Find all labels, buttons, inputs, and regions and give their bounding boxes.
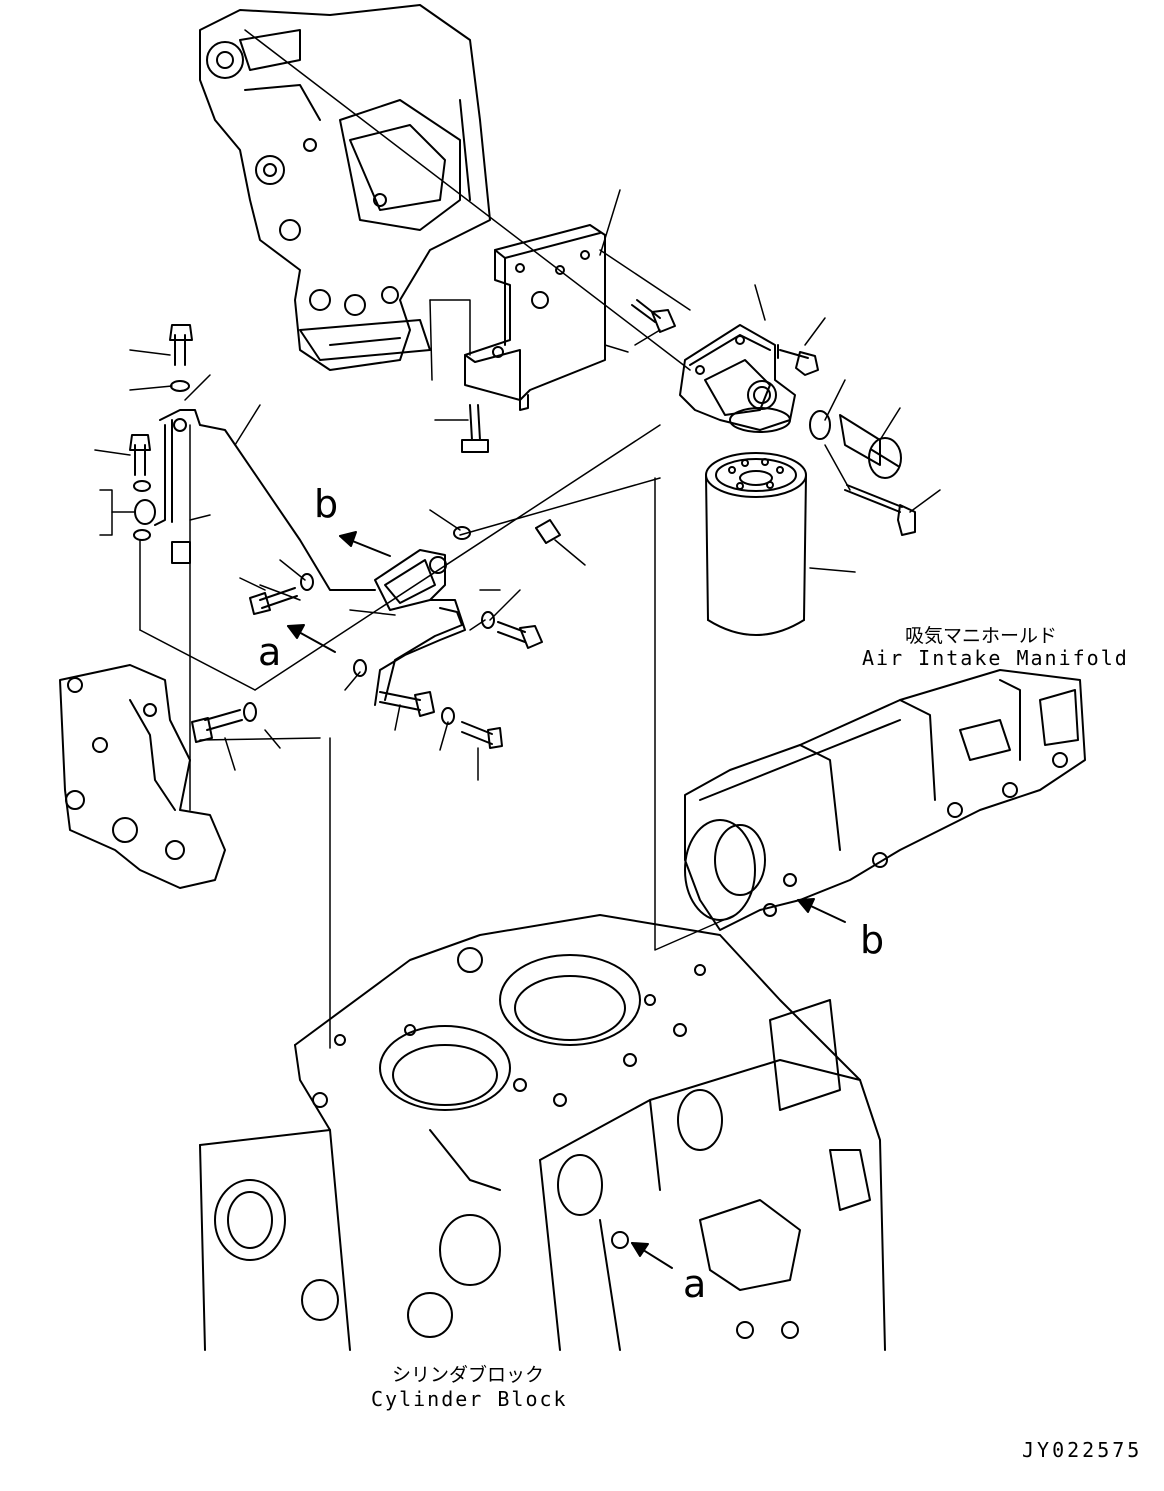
mounting-bracket [464,224,606,411]
oil-pipe [134,409,466,706]
view-a-label-upper: a [258,630,282,674]
view-b-label-upper: b [314,482,339,526]
air-intake-manifold [684,669,1086,931]
filter-head [679,324,796,433]
air-intake-manifold-label: Air Intake Manifold [862,646,1129,670]
leader-lines [94,189,941,781]
drawing-number: JY022575 [1022,1438,1143,1462]
reference-lines [139,29,851,1049]
relief-valve-parts [777,344,916,536]
upper-housing [199,4,491,371]
view-a-label-lower: a [683,1262,707,1306]
cylinder-block [199,914,886,1351]
cylinder-block-label: Cylinder Block [371,1387,568,1411]
view-arrows [287,531,846,1269]
air-intake-manifold-label-jp: 吸気マニホールド [905,625,1058,647]
oil-filter-cartridge [705,452,807,636]
bolts [129,299,676,749]
view-b-label-lower: b [860,918,885,962]
left-mounting-plate [59,664,226,889]
cylinder-block-label-jp: シリンダブロック [392,1364,545,1386]
